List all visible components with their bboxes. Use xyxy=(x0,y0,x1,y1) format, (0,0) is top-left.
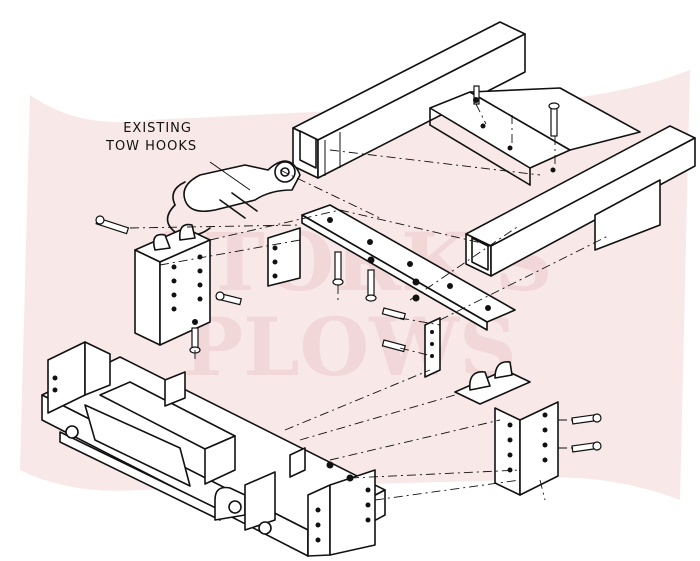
right-mount-bracket xyxy=(454,361,559,496)
assembly-alignment-lines xyxy=(129,103,611,501)
callout-leader-line xyxy=(209,161,251,191)
left-mount-bracket xyxy=(134,223,211,346)
callout-line-1: EXISTING xyxy=(123,121,192,136)
center-spacer-plate xyxy=(267,204,516,331)
right-bracket-bolts xyxy=(571,413,602,453)
frame-top-bolts xyxy=(473,85,560,137)
callout-line-2: TOW HOOKS xyxy=(106,139,198,154)
center-plate-bolts xyxy=(332,251,420,353)
left-bracket-bolts xyxy=(95,215,243,354)
existing-tow-hooks-label: EXISTING TOW HOOKS xyxy=(106,120,197,156)
left-frame-rail xyxy=(292,21,526,179)
tow-hook xyxy=(166,160,301,236)
center-side-bracket xyxy=(424,317,441,378)
beam-end-bracket xyxy=(289,447,376,557)
right-frame-rail xyxy=(465,125,696,277)
